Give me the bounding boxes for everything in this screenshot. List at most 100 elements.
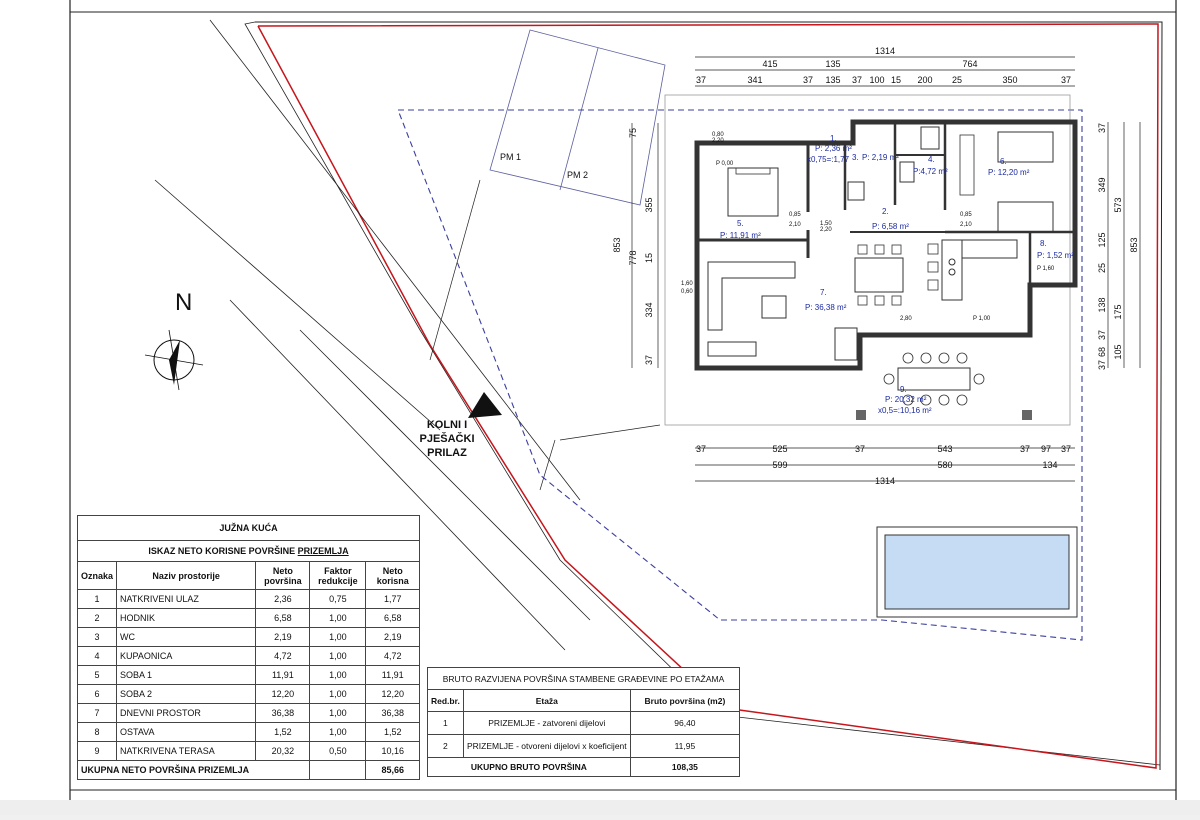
table1-total-value: 85,66 bbox=[365, 760, 420, 780]
table-cell: 7 bbox=[76, 703, 118, 723]
table-cell: NATKRIVENI ULAZ bbox=[116, 589, 257, 609]
table-cell: 1,00 bbox=[309, 665, 367, 685]
opening-mark: 0,80 bbox=[712, 132, 724, 138]
dim-right: 853 bbox=[1129, 237, 1139, 252]
table-cell: SOBA 2 bbox=[116, 684, 257, 704]
dim-right: 138 bbox=[1097, 297, 1107, 312]
dim-left: 75 bbox=[628, 128, 638, 138]
dim-bottom: 525 bbox=[772, 444, 787, 454]
table1-header: Oznaka bbox=[76, 561, 118, 590]
room-8-area: P: 1,52 m² bbox=[1037, 251, 1074, 260]
opening-mark: P 1,60 bbox=[1037, 266, 1055, 272]
table-cell: OSTAVA bbox=[116, 722, 257, 742]
room-9-area: P: 20,32 m² bbox=[885, 395, 927, 404]
table-cell: 1,00 bbox=[309, 627, 367, 647]
dim-left: 37 bbox=[644, 355, 654, 365]
table-cell: 1,00 bbox=[309, 646, 367, 666]
parking-spaces: PM 1 PM 2 bbox=[489, 29, 666, 206]
opening-mark: 0,60 bbox=[681, 289, 693, 295]
dim-right: 25 bbox=[1097, 263, 1107, 273]
table1-subtitle: ISKAZ NETO KORISNE POVRŠINE PRIZEMLJA bbox=[77, 540, 420, 562]
room-9-number: 9. bbox=[900, 385, 907, 394]
room-1-area: P: 2,36 m² bbox=[815, 144, 852, 153]
table-cell: 2 bbox=[427, 734, 464, 758]
table1-header: Faktor redukcije bbox=[309, 561, 367, 590]
access-label-1: KOLNI I bbox=[427, 419, 467, 431]
table-cell: WC bbox=[116, 627, 257, 647]
table-cell: 2 bbox=[76, 608, 118, 628]
dim-bottom: 97 bbox=[1041, 444, 1051, 454]
dim-left: 355 bbox=[644, 197, 654, 212]
dim-top: 135 bbox=[825, 75, 840, 85]
table-cell: 1 bbox=[76, 589, 118, 609]
dim-bottom: 580 bbox=[937, 460, 952, 470]
table-cell: 1,52 bbox=[255, 722, 311, 742]
table-cell: 2,19 bbox=[365, 627, 420, 647]
table-cell: NATKRIVENA TERASA bbox=[116, 741, 257, 761]
room-4-number: 4. bbox=[928, 155, 935, 164]
table2-header: Red.br. bbox=[427, 689, 464, 712]
dim-top: 200 bbox=[917, 75, 932, 85]
table-cell: 1,52 bbox=[365, 722, 420, 742]
table-cell: 11,91 bbox=[255, 665, 311, 685]
dim-right: 37 bbox=[1097, 330, 1107, 340]
pool bbox=[876, 526, 1078, 618]
table-cell: 2,19 bbox=[255, 627, 311, 647]
opening-mark: P 1,00 bbox=[973, 316, 991, 322]
table-cell: 5 bbox=[76, 665, 118, 685]
table-cell: 1 bbox=[427, 711, 464, 735]
access-label-2: PJEŠAČKI bbox=[419, 432, 474, 445]
table1-title: JUŽNA KUĆA bbox=[77, 515, 420, 541]
dim-bottom: 134 bbox=[1042, 460, 1057, 470]
table1-total-label: UKUPNA NETO POVRŠINA PRIZEMLJA bbox=[76, 760, 311, 780]
table-cell: 6,58 bbox=[255, 608, 311, 628]
dim-bottom: 543 bbox=[937, 444, 952, 454]
table1-header: Naziv prostorije bbox=[116, 561, 257, 590]
room-7-area: P: 36,38 m² bbox=[805, 303, 847, 312]
dim-top-total: 1314 bbox=[875, 46, 895, 56]
table2-total-label: UKUPNO BRUTO POVRŠINA bbox=[427, 757, 631, 777]
opening-mark: P 0,00 bbox=[716, 161, 734, 167]
table-cell: 4,72 bbox=[255, 646, 311, 666]
opening-mark: 2,20 bbox=[820, 227, 832, 233]
room-5-area: P: 11,91 m² bbox=[720, 231, 761, 240]
room-3-number: 3. bbox=[852, 153, 859, 162]
opening-mark: 2,10 bbox=[789, 222, 801, 228]
opening-mark: 2,10 bbox=[960, 222, 972, 228]
opening-mark: 0,85 bbox=[960, 212, 972, 218]
table-cell: KUPAONICA bbox=[116, 646, 257, 666]
table2-total-value: 108,35 bbox=[629, 757, 741, 777]
dim-bottom: 37 bbox=[696, 444, 706, 454]
access-label-3: PRILAZ bbox=[427, 447, 467, 459]
dim-top: 415 bbox=[762, 59, 777, 69]
table-cell: 8 bbox=[76, 722, 118, 742]
gross-area-table: BRUTO RAZVIJENA POVRŠINA STAMBENE GRAĐEV… bbox=[427, 667, 741, 777]
table-cell: 0,75 bbox=[309, 589, 367, 609]
table-cell: 11,95 bbox=[629, 734, 741, 758]
table2-header: Etaža bbox=[462, 689, 631, 712]
table-cell: 12,20 bbox=[255, 684, 311, 704]
table1-header: Neto površina bbox=[255, 561, 311, 590]
access-arrow-icon bbox=[468, 392, 502, 418]
room-4-area: P:4,72 m² bbox=[913, 167, 948, 176]
dim-top: 341 bbox=[747, 75, 762, 85]
table-cell: 0,50 bbox=[309, 741, 367, 761]
dim-right: 37 bbox=[1097, 360, 1107, 370]
dim-left: 15 bbox=[644, 253, 654, 263]
table1-header: Neto korisna bbox=[365, 561, 420, 590]
dim-right: 573 bbox=[1113, 197, 1123, 212]
table-cell: 6 bbox=[76, 684, 118, 704]
table-cell: 9 bbox=[76, 741, 118, 761]
table-cell: 1,00 bbox=[309, 608, 367, 628]
dim-right: 68 bbox=[1097, 347, 1107, 357]
table-cell: DNEVNI PROSTOR bbox=[116, 703, 257, 723]
dim-right: 175 bbox=[1113, 304, 1123, 319]
